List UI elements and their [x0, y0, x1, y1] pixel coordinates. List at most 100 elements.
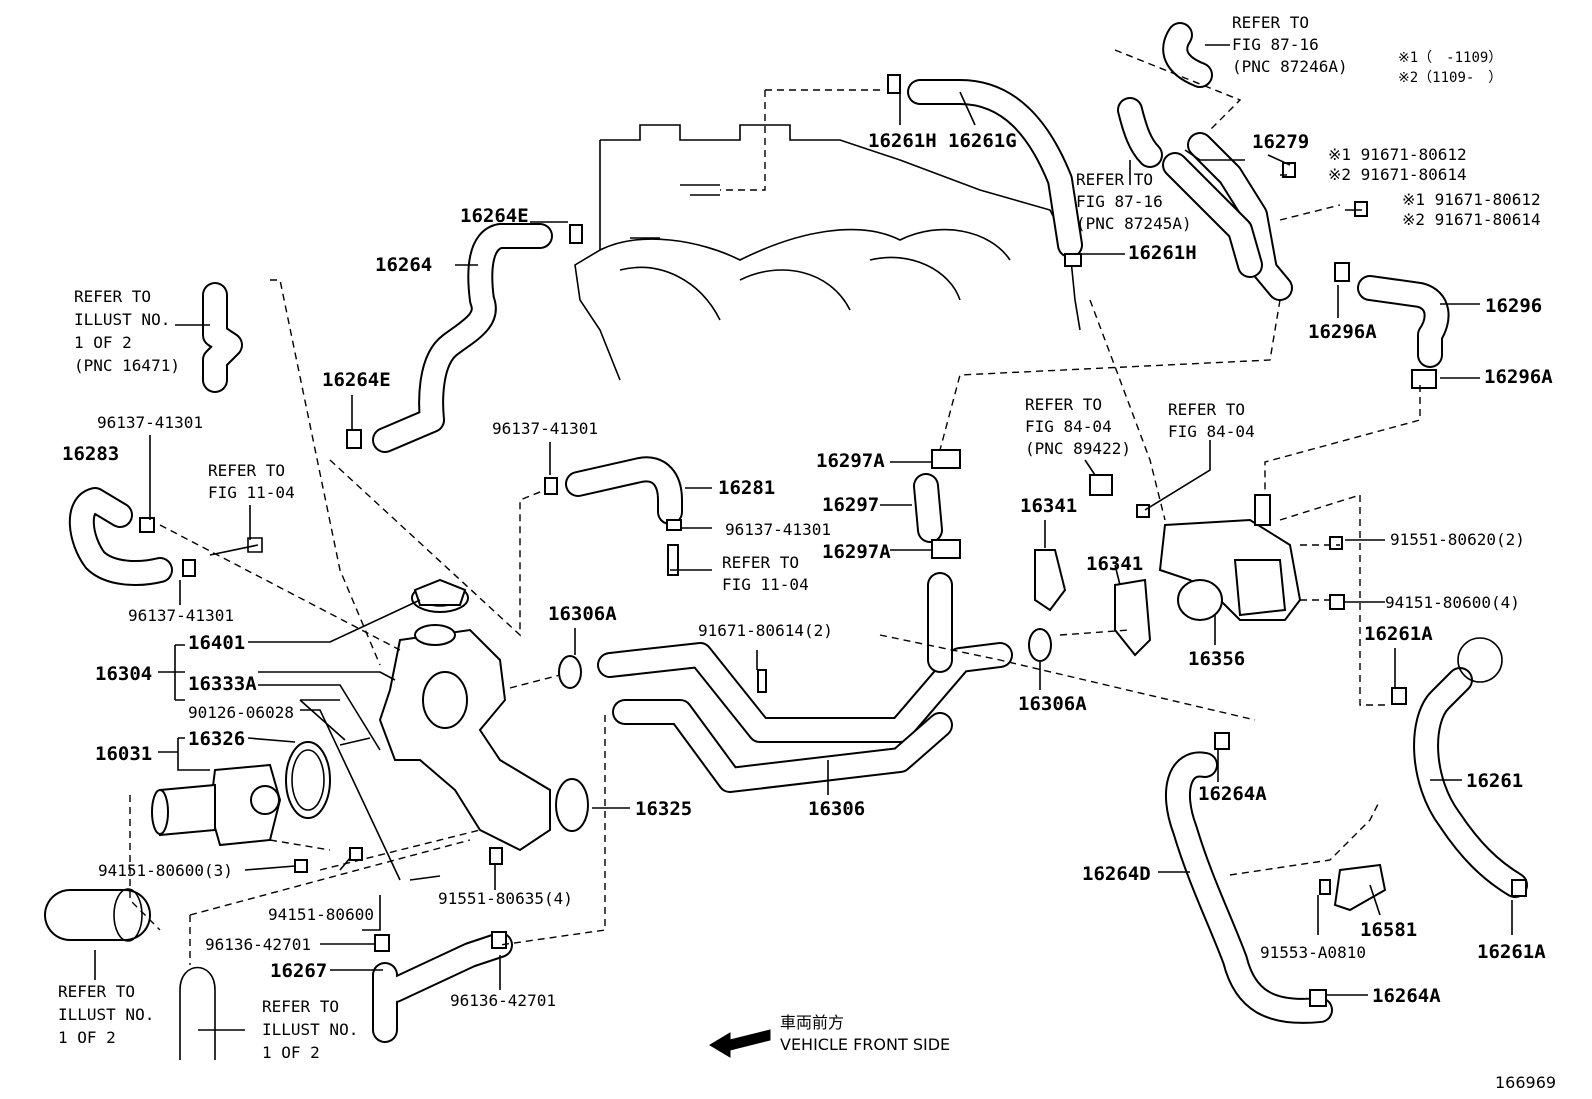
svg-text:ILLUST NO.: ILLUST NO. — [74, 310, 170, 329]
label-16297A-a: 16297A — [816, 450, 885, 472]
figure-number: 166969 — [1495, 1073, 1556, 1092]
label-16297: 16297 — [822, 494, 879, 516]
label-16304: 16304 — [95, 663, 152, 685]
svg-text:FIG 87-16: FIG 87-16 — [1232, 35, 1319, 54]
label-91553-A0810: 91553-A0810 — [1260, 943, 1366, 962]
label-16306A-b: 16306A — [1018, 693, 1087, 715]
label-16264A-a: 16264A — [1198, 783, 1267, 805]
svg-text:1 OF 2: 1 OF 2 — [58, 1028, 116, 1047]
svg-text:(PNC 89422): (PNC 89422) — [1025, 439, 1131, 458]
label-16264E-top: 16264E — [460, 205, 529, 227]
label-16261: 16261 — [1466, 770, 1523, 792]
label-16261A-b: 16261A — [1477, 941, 1546, 963]
hose-16297 — [913, 473, 943, 543]
dashed-reference-lines — [129, 49, 1421, 965]
label-94151-80600-3: 94151-80600(3) — [98, 861, 233, 880]
label-16297A-b: 16297A — [822, 541, 891, 563]
refer-fig-84-04-b: REFER TO FIG 84-04 — [1168, 400, 1255, 441]
svg-text:FIG 11-04: FIG 11-04 — [208, 483, 295, 502]
label-m2-91671-80614-b: ※2 91671-80614 — [1402, 210, 1541, 229]
hose-16267 — [372, 932, 513, 1043]
refer-fig-11-04-b: REFER TO FIG 11-04 — [722, 553, 809, 594]
pipe-16306 — [597, 572, 1013, 793]
gasket-16306A-right — [1028, 628, 1052, 662]
bracket-refer-16471 — [202, 282, 243, 393]
svg-text:REFER TO: REFER TO — [74, 287, 151, 306]
label-16264D: 16264D — [1082, 863, 1151, 885]
label-16283: 16283 — [62, 443, 119, 465]
svg-text:(PNC 87246A): (PNC 87246A) — [1232, 57, 1348, 76]
label-16341-a: 16341 — [1020, 495, 1077, 517]
label-16341-b: 16341 — [1086, 553, 1143, 575]
label-m1-91671-80612-b: ※1 91671-80612 — [1402, 190, 1541, 209]
label-96137-41301-b: 96137-41301 — [492, 419, 598, 438]
hose-bottom-left — [44, 888, 216, 1060]
leader-lines — [94, 44, 1513, 1031]
label-16281: 16281 — [718, 477, 775, 499]
svg-text:REFER TO: REFER TO — [58, 982, 135, 1001]
label-16261H-top: 16261H — [868, 130, 937, 152]
part-labels: 16261H 16261G 16279 16264E 16264 16261H … — [62, 130, 1553, 1007]
refer-fig-87-16-a: REFER TO FIG 87-16 (PNC 87246A) — [1232, 13, 1348, 76]
label-96136-42701-a: 96136-42701 — [205, 935, 311, 954]
label-16356: 16356 — [1188, 648, 1245, 670]
label-16296: 16296 — [1485, 295, 1542, 317]
label-16296A-a: 16296A — [1308, 321, 1377, 343]
hose-16261 — [1413, 637, 1528, 898]
svg-text:REFER TO: REFER TO — [208, 461, 285, 480]
label-16296A-b: 16296A — [1484, 366, 1553, 388]
label-16333A: 16333A — [188, 673, 257, 695]
label-16264E-low: 16264E — [322, 369, 391, 391]
refer-illust-top: REFER TO ILLUST NO. 1 OF 2 (PNC 16471) — [74, 287, 180, 375]
svg-text:REFER TO: REFER TO — [1076, 170, 1153, 189]
date-legend: ※1（ -1109） ※2（1109- ） — [1398, 50, 1502, 86]
label-96136-42701-b: 96136-42701 — [450, 991, 556, 1010]
label-16261G: 16261G — [948, 130, 1017, 152]
bracket-16581 — [1333, 863, 1387, 912]
vehicle-front-arrow-icon — [709, 1029, 771, 1058]
label-16261A-a: 16261A — [1364, 623, 1433, 645]
label-16306: 16306 — [808, 798, 865, 820]
direction-english: VEHICLE FRONT SIDE — [780, 1035, 950, 1054]
svg-text:(PNC 87245A): (PNC 87245A) — [1076, 214, 1192, 233]
svg-text:1 OF 2: 1 OF 2 — [262, 1043, 320, 1062]
svg-text:REFER TO: REFER TO — [722, 553, 799, 572]
svg-text:REFER TO: REFER TO — [1168, 400, 1245, 419]
label-16326: 16326 — [188, 728, 245, 750]
svg-text:ILLUST NO.: ILLUST NO. — [58, 1005, 154, 1024]
intake-manifold-outline — [574, 124, 1081, 381]
svg-text:FIG 84-04: FIG 84-04 — [1025, 417, 1112, 436]
label-16306A-a: 16306A — [548, 603, 617, 625]
legend-line-1: ※1（ -1109） — [1398, 50, 1502, 66]
hose-16281 — [565, 456, 683, 525]
refer-fig-84-04-a: REFER TO FIG 84-04 (PNC 89422) — [1025, 395, 1131, 458]
label-91551-80620-2: 91551-80620(2) — [1390, 530, 1525, 549]
thermostat-housing-16031 — [151, 763, 282, 847]
svg-text:FIG 11-04: FIG 11-04 — [722, 575, 809, 594]
label-94151-80600: 94151-80600 — [268, 905, 374, 924]
vehicle-front-caption: 車両前方 VEHICLE FRONT SIDE — [780, 1013, 950, 1054]
label-96137-41301-a: 96137-41301 — [97, 413, 203, 432]
svg-text:FIG 87-16: FIG 87-16 — [1076, 192, 1163, 211]
label-m2-91671-80614-a: ※2 91671-80614 — [1328, 165, 1467, 184]
hose-16283 — [68, 487, 173, 586]
label-96137-41301-c: 96137-41301 — [725, 520, 831, 539]
refer-illust-bottom-center: REFER TO ILLUST NO. 1 OF 2 — [262, 997, 358, 1062]
label-16325: 16325 — [635, 798, 692, 820]
svg-text:REFER TO: REFER TO — [262, 997, 339, 1016]
label-16401: 16401 — [188, 632, 245, 654]
legend-line-2: ※2（1109- ） — [1398, 70, 1502, 86]
water-outlet-16304 — [378, 583, 551, 852]
label-16261H-mid: 16261H — [1128, 242, 1197, 264]
refer-illust-bottom-left: REFER TO ILLUST NO. 1 OF 2 — [58, 982, 154, 1047]
hardware-labels: 96137-41301 96137-41301 96137-41301 9613… — [97, 145, 1541, 1010]
direction-japanese: 車両前方 — [780, 1013, 844, 1032]
label-16581: 16581 — [1360, 919, 1417, 941]
svg-text:1 OF 2: 1 OF 2 — [74, 333, 132, 352]
hose-16296 — [1357, 275, 1450, 368]
gasket-16325 — [555, 778, 589, 832]
svg-text:REFER TO: REFER TO — [1232, 13, 1309, 32]
label-96137-41301-d: 96137-41301 — [128, 606, 234, 625]
label-m1-91671-80612-a: ※1 91671-80612 — [1328, 145, 1467, 164]
